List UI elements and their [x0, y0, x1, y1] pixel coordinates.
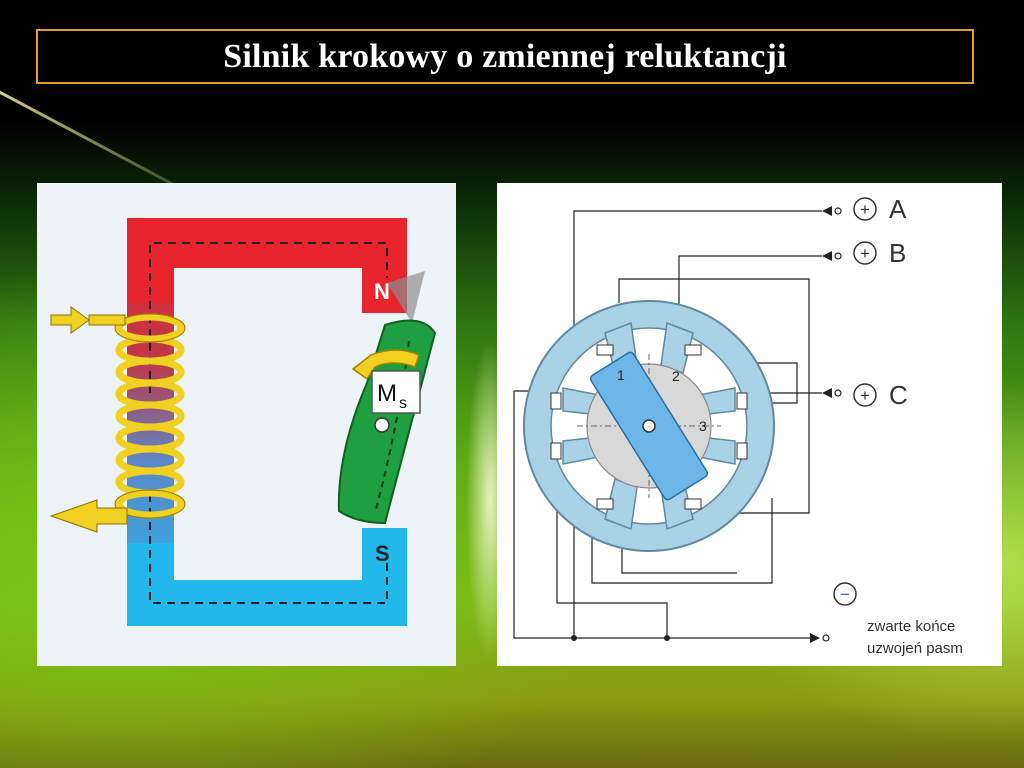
torque-label: M [377, 380, 397, 407]
rotor-tooth-1-label: 1 [617, 367, 625, 383]
rotor-tooth-3-label: 3 [699, 418, 707, 434]
armature-pivot [374, 417, 390, 433]
rotor-shaft [642, 419, 656, 433]
north-pole-label: N [374, 279, 390, 304]
current-in-arrow [50, 306, 126, 334]
current-out-arrow [49, 499, 128, 533]
rotor-tooth-2-label: 2 [672, 368, 680, 384]
stepper-schematic: + A + B + C − zwarte końce uzwojeń pasm [497, 183, 1002, 666]
common-note-line-1: zwarte końce [867, 618, 955, 635]
coil-outline [114, 313, 186, 519]
phase-c-terminal: + C [853, 380, 908, 410]
plus-sign-b: + [860, 244, 870, 263]
magnetic-circuit-svg: M s N S [49, 218, 437, 626]
torque-subscript: s [399, 395, 407, 412]
phase-c-label: C [889, 380, 908, 410]
phase-a-label: A [889, 194, 907, 224]
plus-sign-c: + [860, 386, 870, 405]
coil-windings [115, 313, 185, 519]
phase-b-label: B [889, 238, 906, 268]
plus-sign-a: + [860, 200, 870, 219]
magnetic-circuit-diagram: M s N S [37, 183, 456, 666]
common-note-line-2: uzwojeń pasm [867, 640, 963, 657]
phase-a-terminal: + A [853, 194, 907, 224]
yoke-top-red [127, 218, 407, 313]
stepper-schematic-svg: + A + B + C − zwarte końce uzwojeń pasm [513, 194, 963, 657]
common-terminal: − zwarte końce uzwojeń pasm [833, 582, 963, 657]
armature-shadow [387, 271, 425, 323]
pole-coils [550, 344, 748, 510]
title-frame: Silnik krokowy o zmiennej reluktancji [36, 29, 974, 84]
yoke-bottom-blue [127, 528, 407, 626]
south-pole-label: S [375, 541, 390, 566]
slide-title: Silnik krokowy o zmiennej reluktancji [223, 37, 787, 75]
minus-sign: − [840, 585, 850, 604]
terminal-arrows [810, 206, 832, 643]
phase-b-terminal: + B [853, 238, 906, 268]
rotation-arrow [351, 349, 420, 381]
